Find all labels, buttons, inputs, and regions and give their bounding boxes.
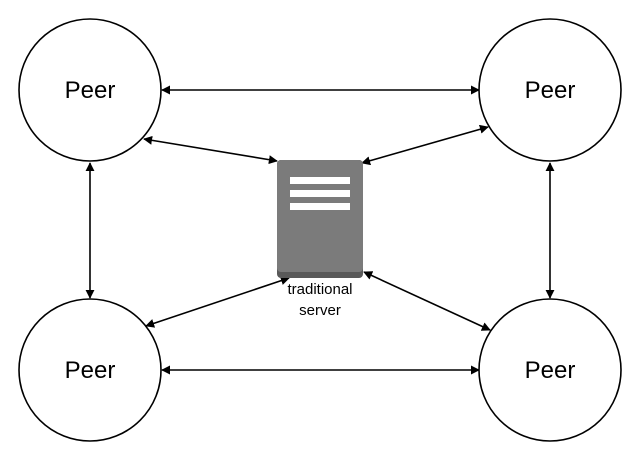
connections [85,85,555,375]
peer-circle [18,18,162,162]
edge-bottom-left-to-server [145,276,290,328]
server-icon [277,160,363,278]
peer-circle [18,298,162,442]
peer-circle [478,298,622,442]
server-node: traditional server [277,160,363,319]
peer-node-bottom-right: Peer [478,298,622,442]
edge-top-right-to-server [361,124,489,166]
peer-label: Peer [65,357,116,384]
peer-label: Peer [65,77,116,104]
peer-node-top-right: Peer [478,18,622,162]
peer-node-top-left: Peer [18,18,162,162]
peer-label: Peer [525,357,576,384]
server-label-line2: server [299,302,341,319]
peer-circle [478,18,622,162]
peer-node-bottom-left: Peer [18,298,162,442]
peer-label: Peer [525,77,576,104]
edge-bottom-right-to-server [363,271,491,331]
edge-top-left-to-server [143,135,278,165]
server-label-line1: traditional [287,281,352,298]
